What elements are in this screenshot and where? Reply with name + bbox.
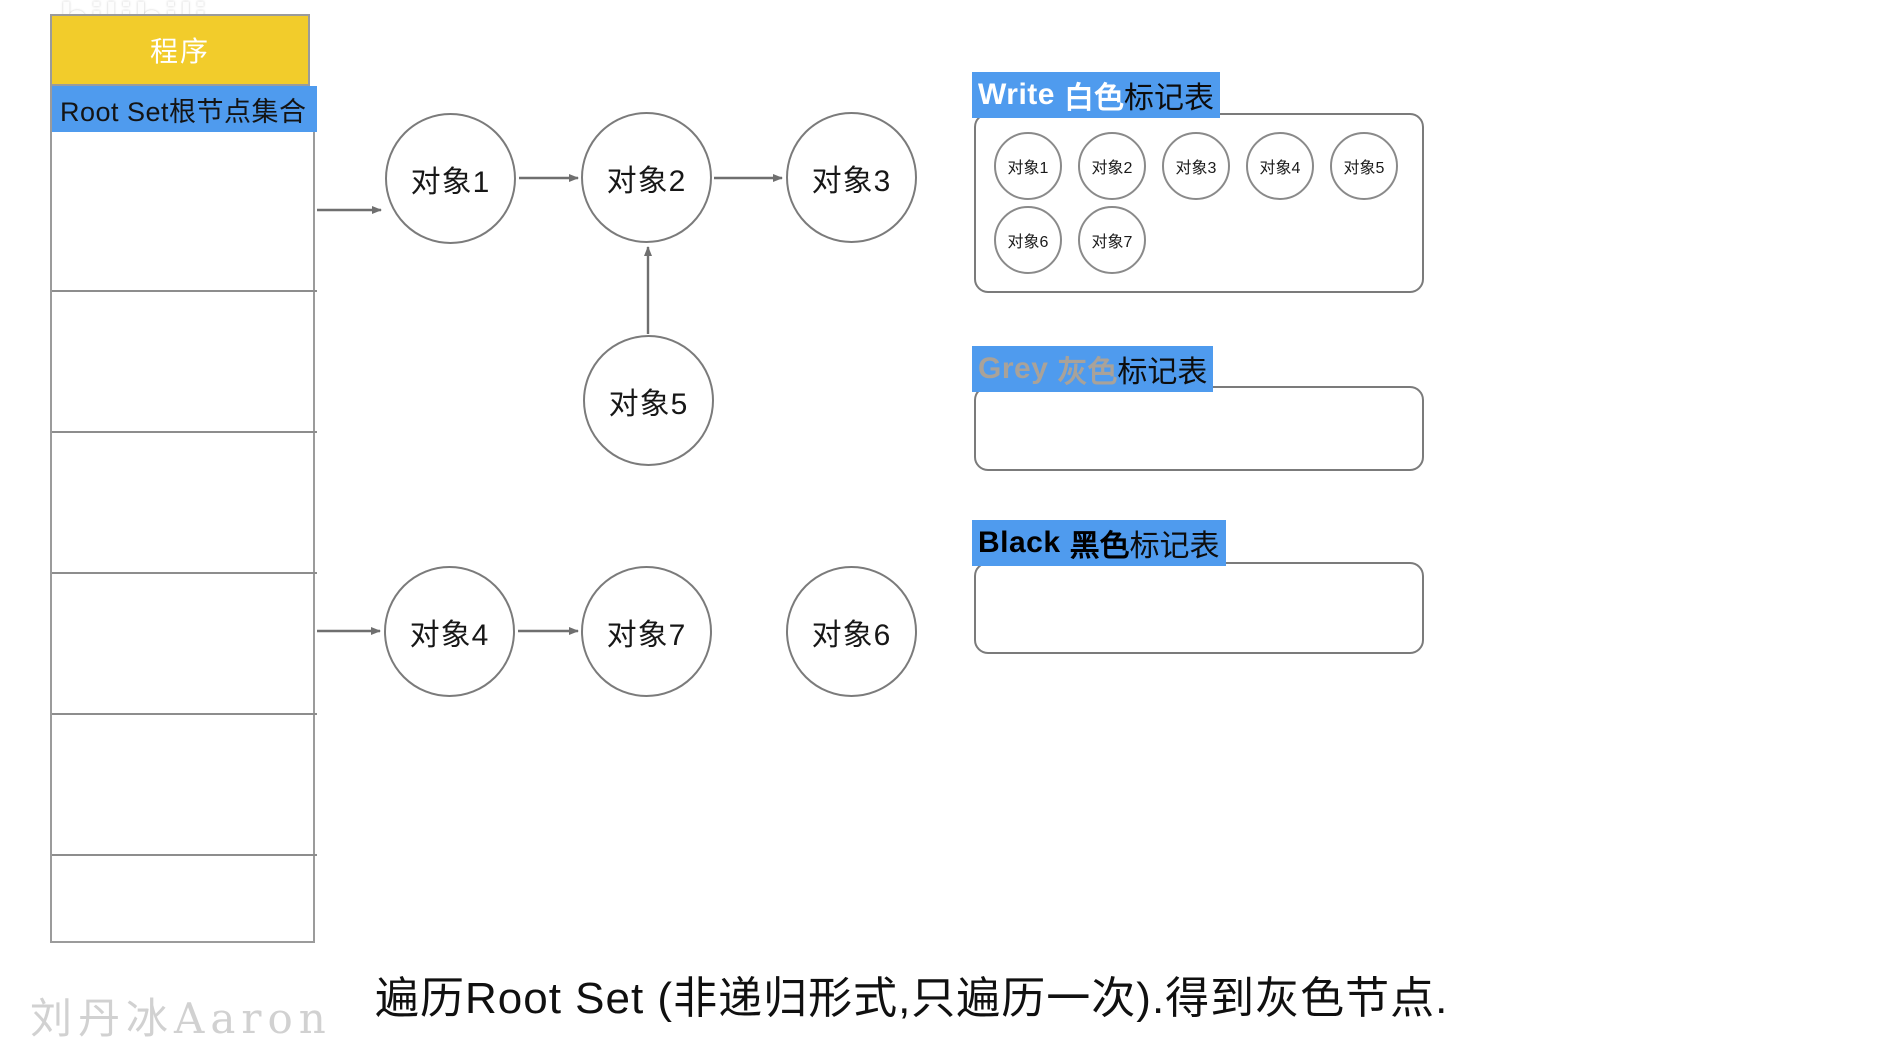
table-row [52,854,317,856]
program-box: 程序 [50,14,310,86]
graph-node-label: 对象4 [409,618,490,652]
table-row [52,713,317,715]
mark-chip-label: 对象7 [1091,234,1133,251]
graph-node-label: 对象7 [606,618,687,652]
grey-label-en: Grey [978,352,1049,385]
mark-chip[interactable]: 对象5 [1330,132,1398,200]
white-label-en: Write [978,78,1055,111]
graph-node-obj5[interactable]: 对象5 [583,335,714,466]
black-table-label: Black 黑色 标记表 [972,520,1226,566]
mark-chip[interactable]: 对象3 [1162,132,1230,200]
mark-chip[interactable]: 对象7 [1078,206,1146,274]
root-set-table: Root Set根节点集合 [50,86,317,943]
grey-label-cn: 标记表 [1117,356,1208,389]
mark-chip[interactable]: 对象1 [994,132,1062,200]
grey-label-color: 灰色 [1057,356,1118,389]
mark-chip-label: 对象2 [1091,160,1133,177]
program-label: 程序 [149,36,210,67]
mark-chip-label: 对象1 [1007,160,1049,177]
mark-chip-label: 对象5 [1343,160,1385,177]
graph-node-label: 对象6 [811,618,892,652]
graph-node-label: 对象1 [410,165,491,199]
graph-node-obj4[interactable]: 对象4 [384,566,515,697]
caption-text: 遍历Root Set (非递归形式,只遍历一次).得到灰色节点. [375,974,1449,1023]
black-mark-table [974,562,1424,654]
mark-chip-label: 对象6 [1007,234,1049,251]
mark-chip[interactable]: 对象4 [1246,132,1314,200]
white-table-label: Write 白色 标记表 [972,72,1220,118]
white-label-color: 白色 [1063,82,1124,115]
black-label-en: Black [978,526,1061,559]
black-label-cn: 标记表 [1129,530,1220,563]
grey-table-label: Grey 灰色 标记表 [972,346,1214,392]
graph-node-label: 对象3 [811,164,892,198]
white-mark-table: 对象1 对象2 对象3 对象4 对象5 对象6 对象7 [974,113,1424,293]
graph-node-obj3[interactable]: 对象3 [786,112,917,243]
mark-chip[interactable]: 对象2 [1078,132,1146,200]
author-watermark: 刘丹冰Aaron [30,994,332,1043]
white-label-cn: 标记表 [1123,82,1214,115]
graph-node-obj6[interactable]: 对象6 [786,566,917,697]
mark-chip[interactable]: 对象6 [994,206,1062,274]
graph-node-obj7[interactable]: 对象7 [581,566,712,697]
graph-node-label: 对象2 [606,164,687,198]
black-label-color: 黑色 [1069,530,1130,563]
graph-node-obj2[interactable]: 对象2 [581,112,712,243]
grey-mark-table [974,386,1424,471]
table-row [52,431,317,433]
mark-chip-label: 对象3 [1175,160,1217,177]
mark-chip-label: 对象4 [1259,160,1301,177]
graph-node-obj1[interactable]: 对象1 [385,113,516,244]
table-row [52,572,317,574]
root-set-header-label: Root Set根节点集合 [60,96,307,127]
table-row [52,290,317,292]
graph-node-label: 对象5 [608,387,689,421]
root-set-header: Root Set根节点集合 [52,86,317,132]
